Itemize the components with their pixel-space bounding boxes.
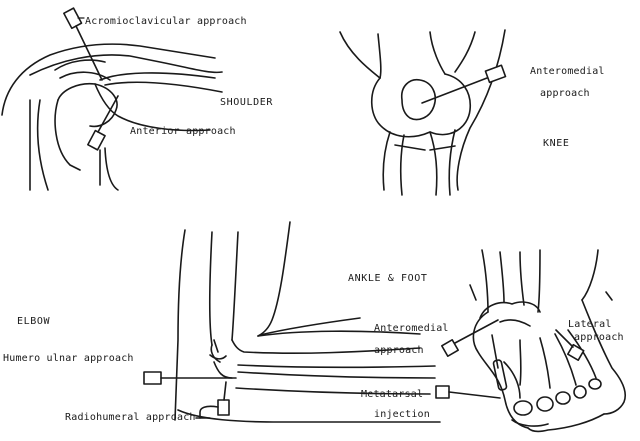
shoulder-region-label: SHOULDER [220, 97, 273, 109]
knee-anteromedial-label-line1: Anteromedial [530, 66, 605, 78]
knee-illustration [340, 30, 505, 195]
anterior-needle [88, 96, 118, 150]
metatarsal-needle [436, 386, 500, 398]
acromioclavicular-approach-label: Acromioclavicular approach [85, 16, 247, 28]
ankle-anteromedial-label-line1: Anteromedial [374, 323, 449, 335]
radiohumeral-needle [196, 382, 229, 418]
knee-anteromedial-label-line2: approach [540, 88, 590, 100]
metatarsal-label-line1: Metatarsal [361, 389, 423, 401]
ankle-foot-region-label: ANKLE & FOOT [348, 273, 427, 285]
humero-ulnar-needle [144, 372, 236, 384]
elbow-region-label: ELBOW [17, 316, 50, 328]
lateral-label-line1: Lateral [568, 319, 612, 331]
radiohumeral-approach-label: Radiohumeral approach [65, 412, 196, 424]
knee-anteromedial-needle [422, 65, 506, 103]
shoulder-illustration [2, 44, 222, 190]
anterior-approach-label: Anterior approach [130, 126, 236, 138]
ankle-anteromedial-label-line2: approach [374, 345, 424, 357]
ankle-anteromedial-needle [442, 320, 498, 356]
humero-ulnar-approach-label: Humero ulnar approach [3, 353, 134, 365]
knee-region-label: KNEE [543, 138, 569, 150]
metatarsal-label-line2: injection [374, 409, 430, 421]
lateral-label-line2: approach [574, 332, 624, 344]
